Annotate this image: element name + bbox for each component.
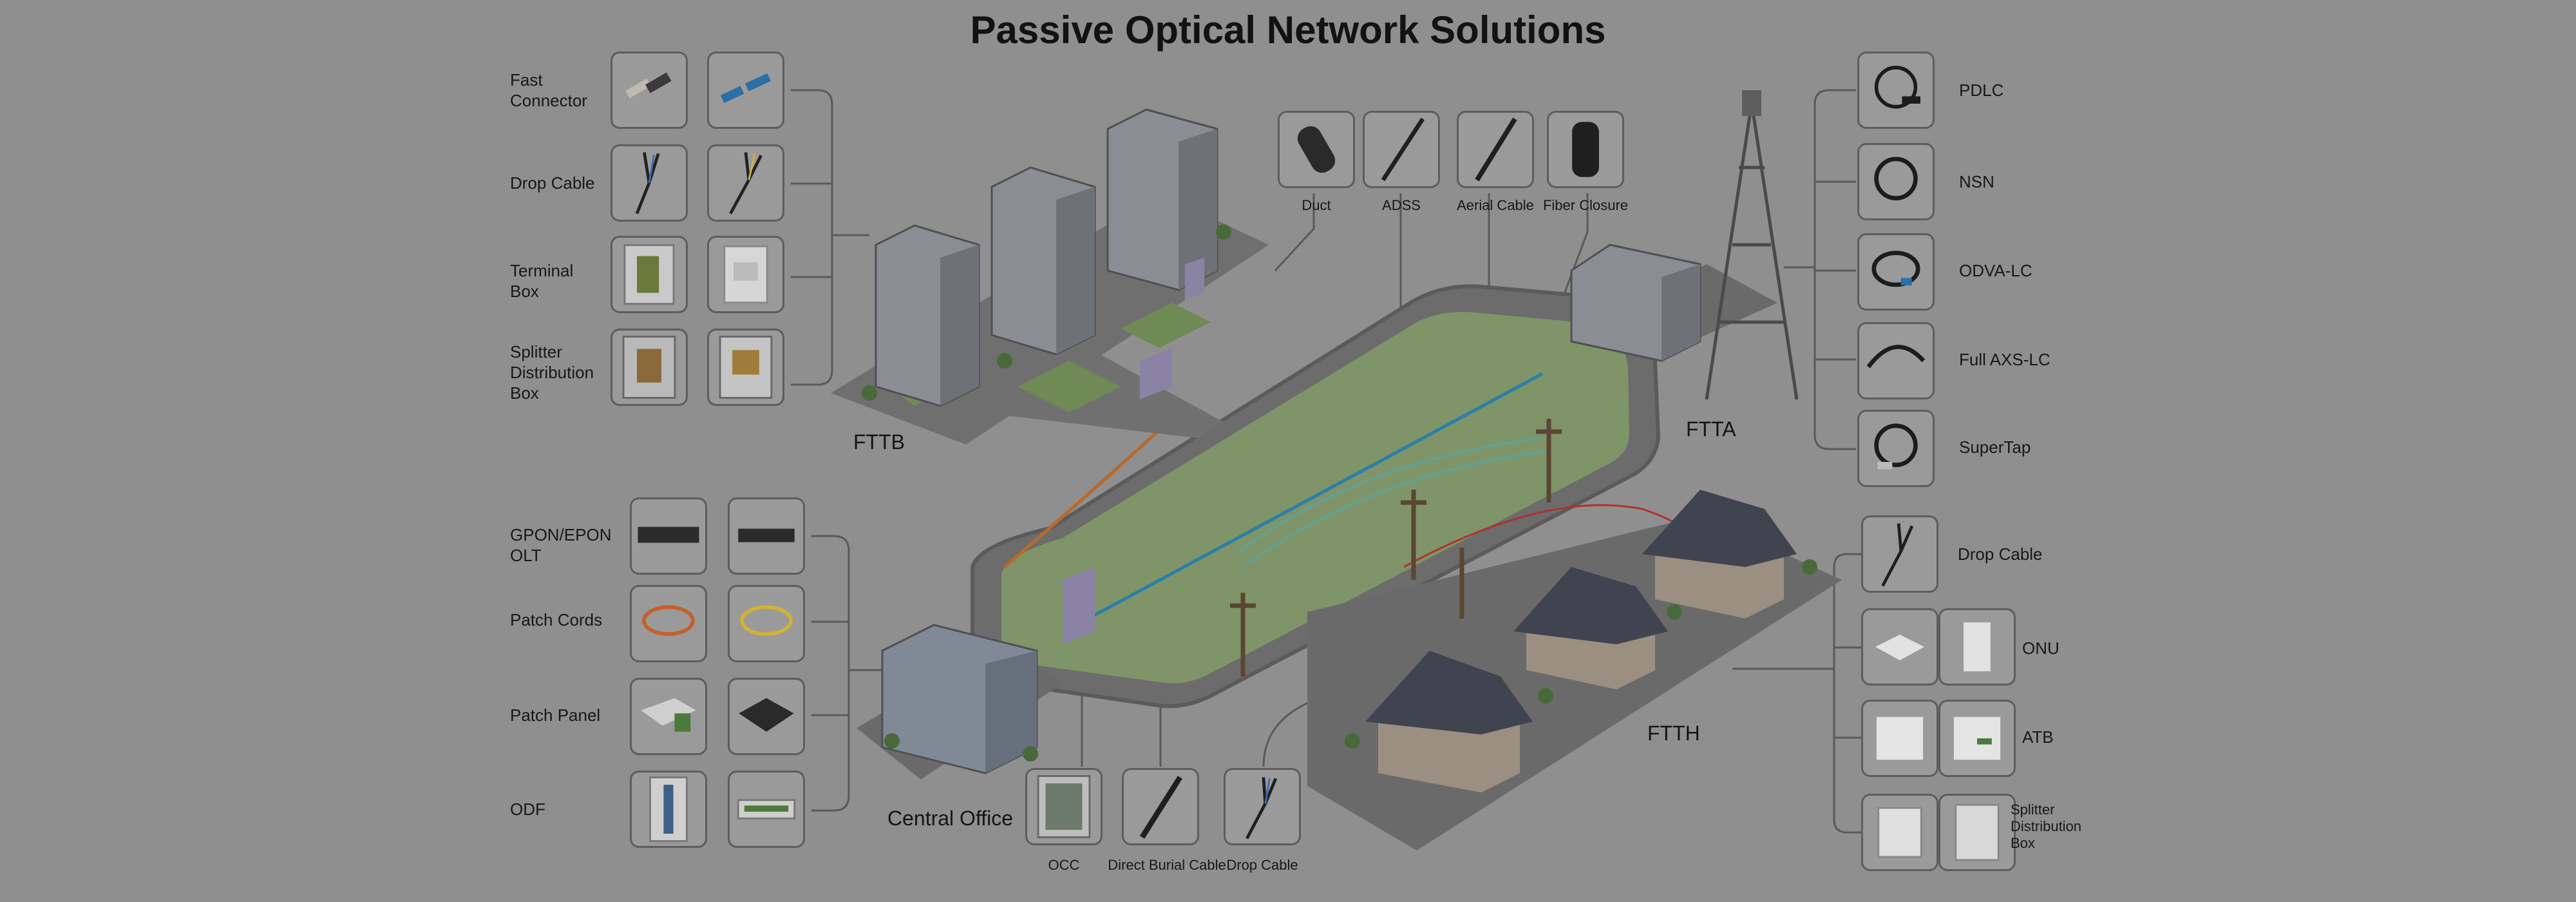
occ-tile[interactable] [1025, 768, 1103, 845]
ftth-houses [1365, 490, 1797, 792]
pdlc-tile[interactable] [1857, 52, 1935, 129]
fiber-closure-tile[interactable] [1547, 111, 1624, 188]
central-office-building [881, 567, 1095, 774]
label-terminal-box: Terminal Box [510, 261, 574, 301]
patch-panel-tile-2[interactable] [728, 678, 805, 755]
ftta-site [1570, 90, 1799, 400]
patch-panel-tile-1[interactable] [630, 678, 707, 755]
label-onu: ONU [2022, 638, 2060, 658]
label-co-drop-cable: Drop Cable [1226, 857, 1298, 873]
nsn-tile[interactable] [1857, 143, 1935, 220]
fast-connector-tile-2[interactable] [707, 52, 784, 129]
adss-tile[interactable] [1363, 111, 1440, 188]
label-odf: ODF [510, 800, 545, 819]
label-ftth-drop-cable: Drop Cable [1958, 544, 2043, 564]
label-patch-cords: Patch Cords [510, 610, 603, 629]
atb-tile-1[interactable] [1861, 700, 1938, 777]
onu-tile-1[interactable] [1861, 608, 1938, 686]
terminal-box-tile-2[interactable] [707, 236, 784, 313]
full-axs-lc-tile[interactable] [1857, 322, 1935, 399]
drop-cable-tile-1[interactable] [611, 144, 688, 222]
label-atb: ATB [2022, 727, 2054, 747]
atb-tile-2[interactable] [1938, 700, 2016, 777]
backbone-fiber [1087, 372, 1544, 620]
ftth-splitter-box-tile-2[interactable] [1938, 794, 2016, 871]
direct-burial-cable-tile[interactable] [1122, 768, 1199, 845]
label-pdlc: PDLC [1959, 81, 2004, 100]
patch-cords-tile-2[interactable] [728, 585, 805, 662]
patch-cords-tile-1[interactable] [630, 585, 707, 662]
label-fast-connector: Fast Connector [510, 70, 587, 110]
label-fiber-closure: Fiber Closure [1542, 197, 1629, 213]
supertap-tile[interactable] [1857, 410, 1935, 487]
utility-poles [1230, 419, 1562, 676]
label-splitter-distribution-box: Splitter Distribution Box [510, 342, 594, 403]
label-occ: OCC [1048, 857, 1080, 873]
splitter-box-tile-1[interactable] [611, 329, 688, 406]
trees [862, 224, 1817, 762]
label-drop-cable: Drop Cable [510, 173, 595, 193]
ftth-drop-cable-tile[interactable] [1861, 515, 1938, 593]
label-gpon-epon-olt: GPON/EPON OLT [510, 525, 612, 565]
label-ftth-splitter-distribution-box: Splitter Distribution Box [2011, 801, 2082, 851]
terminal-box-tile-1[interactable] [611, 236, 688, 313]
fttb-buildings [875, 108, 1218, 407]
label-nsn: NSN [1959, 172, 1994, 191]
duct-tile[interactable] [1278, 111, 1355, 188]
olt-tile-1[interactable] [630, 497, 707, 575]
olt-tile-2[interactable] [728, 497, 805, 575]
label-aerial-cable: Aerial Cable [1457, 197, 1534, 213]
label-full-axs-lc: Full AXS-LC [1959, 350, 2050, 369]
label-direct-burial-cable: Direct Burial Cable [1108, 857, 1226, 873]
label-odva-lc: ODVA-LC [1959, 261, 2032, 280]
label-duct: Duct [1302, 197, 1331, 213]
fast-connector-tile-1[interactable] [611, 52, 688, 129]
drop-cable-tile-2[interactable] [707, 144, 784, 222]
label-patch-panel: Patch Panel [510, 705, 601, 725]
ftth-splitter-box-tile-1[interactable] [1861, 794, 1938, 871]
zone-ftth: FTTH [1647, 722, 1700, 745]
zone-fttb: FTTB [853, 430, 905, 454]
co-drop-cable-tile[interactable] [1224, 768, 1301, 845]
page-title: Passive Optical Network Solutions [970, 8, 1606, 52]
onu-tile-2[interactable] [1938, 608, 2016, 686]
odf-tile-2[interactable] [728, 771, 805, 848]
label-adss: ADSS [1382, 197, 1421, 213]
aerial-cable-tile[interactable] [1457, 111, 1534, 188]
zone-ftta: FTTA [1686, 417, 1736, 441]
odva-lc-tile[interactable] [1857, 233, 1935, 311]
odf-tile-1[interactable] [630, 771, 707, 848]
splitter-box-tile-2[interactable] [707, 329, 784, 406]
zone-central-office: Central Office [887, 807, 1014, 830]
label-supertap: SuperTap [1959, 437, 2031, 457]
